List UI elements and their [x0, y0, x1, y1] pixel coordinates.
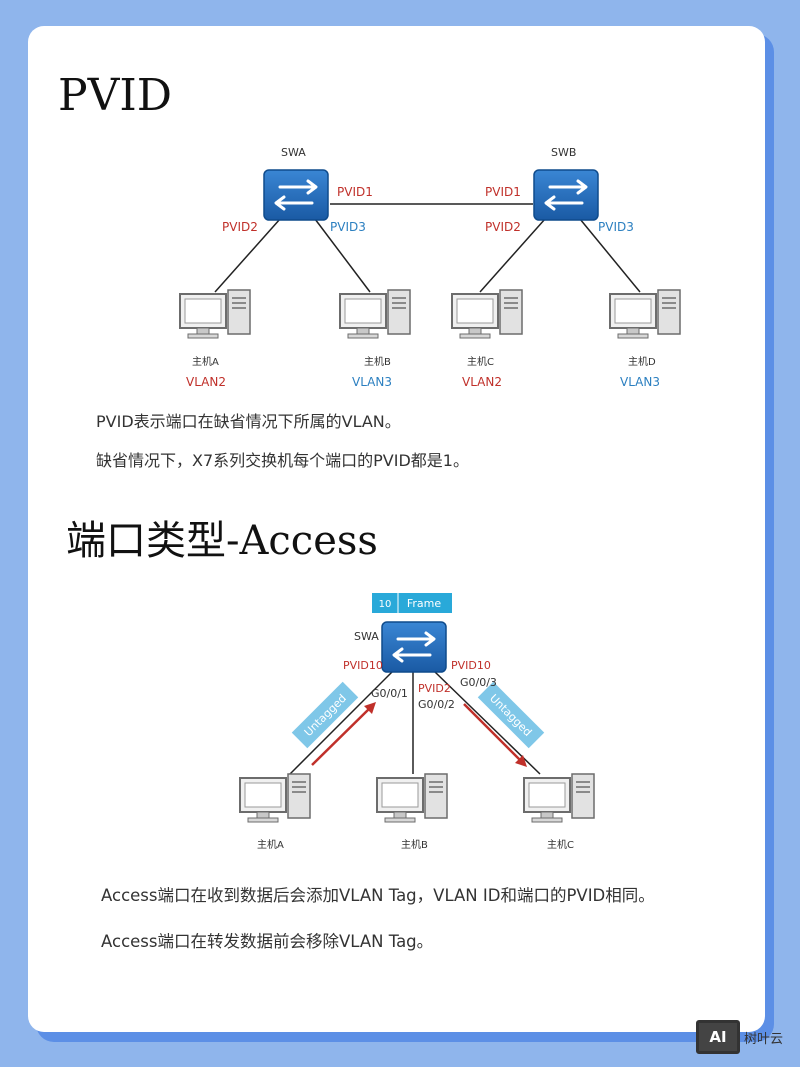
left-port-iface: G0/0/1 — [371, 687, 408, 700]
swb-port-pvid2: PVID2 — [485, 220, 521, 234]
pvid-description-2: 缺省情况下，X7系列交换机每个端口的PVID都是1。 — [96, 451, 469, 470]
left-port-pvid: PVID10 — [343, 659, 383, 672]
host-b-label: 主机B — [364, 355, 391, 368]
switch-b-label: SWB — [551, 146, 576, 159]
section-title-access: 端口类型-Access — [66, 518, 378, 564]
access-switch-label: SWA — [354, 630, 379, 643]
computer-icon — [339, 289, 411, 339]
red-arrow-icon — [463, 703, 527, 767]
pvid-description-1: PVID表示端口在缺省情况下所属的VLAN。 — [96, 412, 401, 431]
swa-port-pvid1: PVID1 — [337, 185, 373, 199]
mid-port-iface: G0/0/2 — [418, 698, 455, 711]
switch-a-label: SWA — [281, 146, 306, 159]
frame-label: Frame — [407, 597, 442, 610]
host-d-label: 主机D — [628, 355, 656, 368]
host-b-vlan: VLAN3 — [352, 375, 392, 389]
right-port-iface: G0/0/3 — [460, 676, 497, 689]
host-c-label: 主机C — [467, 355, 494, 368]
swb-port-pvid3: PVID3 — [598, 220, 634, 234]
watermark: AI 树叶云 — [696, 1020, 783, 1054]
swb-port-pvid1: PVID1 — [485, 185, 521, 199]
access-host-b-label: 主机B — [401, 838, 428, 851]
mid-port-pvid: PVID2 — [418, 682, 451, 695]
switch-icon — [532, 168, 600, 222]
untagged-tag-right: Untagged — [477, 681, 545, 749]
computer-icon — [451, 289, 523, 339]
host-c-vlan: VLAN2 — [462, 375, 502, 389]
watermark-text: 树叶云 — [744, 1031, 784, 1047]
pvid-links — [214, 203, 641, 293]
ai-logo-icon: AI — [696, 1020, 740, 1054]
swa-port-pvid3: PVID3 — [330, 220, 366, 234]
untagged-label-right: Untagged — [487, 692, 534, 739]
access-host-a-label: 主机A — [257, 838, 284, 851]
computer-icon — [523, 773, 595, 823]
computer-icon — [376, 773, 448, 823]
content-card — [28, 26, 765, 1032]
host-a-label: 主机A — [192, 355, 219, 368]
computer-icon — [179, 289, 251, 339]
switch-icon — [380, 620, 448, 674]
swa-port-pvid2: PVID2 — [222, 220, 258, 234]
access-description-1: Access端口在收到数据后会添加VLAN Tag，VLAN ID和端口的PVI… — [101, 886, 655, 905]
host-a-vlan: VLAN2 — [186, 375, 226, 389]
access-host-c-label: 主机C — [547, 838, 574, 851]
computer-icon — [609, 289, 681, 339]
red-arrow-icon — [311, 702, 376, 766]
frame-tag: 10 — [379, 599, 392, 610]
untagged-label-left: Untagged — [302, 692, 349, 739]
computer-icon — [239, 773, 311, 823]
right-port-pvid: PVID10 — [451, 659, 491, 672]
switch-icon — [262, 168, 330, 222]
access-description-2: Access端口在转发数据前会移除VLAN Tag。 — [101, 932, 434, 951]
section-title-pvid: PVID — [58, 70, 173, 121]
frame-box: 10 Frame — [372, 593, 452, 613]
host-d-vlan: VLAN3 — [620, 375, 660, 389]
